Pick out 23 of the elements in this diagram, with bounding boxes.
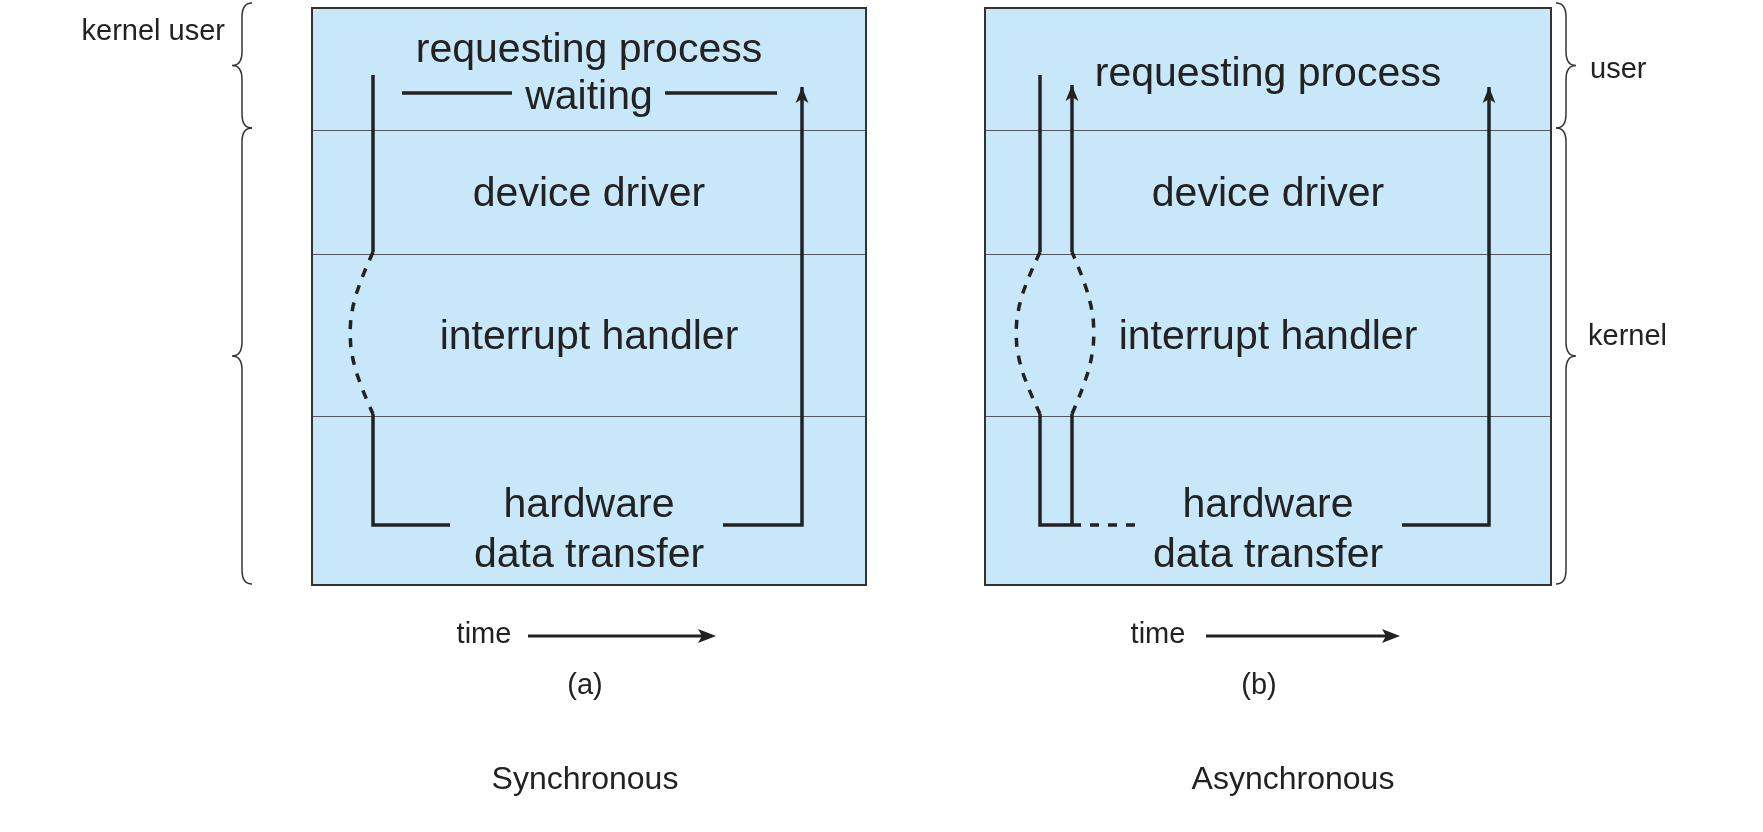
caption: Asynchronous	[1191, 759, 1395, 797]
side-label: user	[1590, 51, 1647, 85]
side-label: kernel user	[81, 13, 225, 47]
layer-label: device driver	[472, 168, 706, 216]
timeline-arrow	[1402, 87, 1496, 527]
axis-label: time	[1130, 616, 1186, 650]
band-label: waiting	[525, 71, 653, 120]
band-label: hardware data transfer	[472, 479, 706, 578]
layer-label: device driver	[1151, 168, 1385, 216]
axis-label: time	[456, 616, 512, 650]
timeline-arrow	[1065, 85, 1135, 527]
band-label: hardware data transfer	[1151, 479, 1385, 578]
caption: Synchronous	[491, 759, 679, 797]
timeline-arrow	[723, 87, 809, 527]
layer-label: interrupt handler	[439, 311, 739, 359]
panel-label: (b)	[1241, 667, 1277, 701]
side-label: kernel	[1588, 318, 1667, 352]
band-label: requesting process	[415, 24, 763, 73]
layer-label: interrupt handler	[1118, 311, 1418, 359]
panel-label: (a)	[567, 667, 603, 701]
band-label: requesting process	[1094, 48, 1442, 97]
layer-stack-panel	[984, 7, 1552, 586]
layer-stack-panel	[311, 7, 867, 586]
